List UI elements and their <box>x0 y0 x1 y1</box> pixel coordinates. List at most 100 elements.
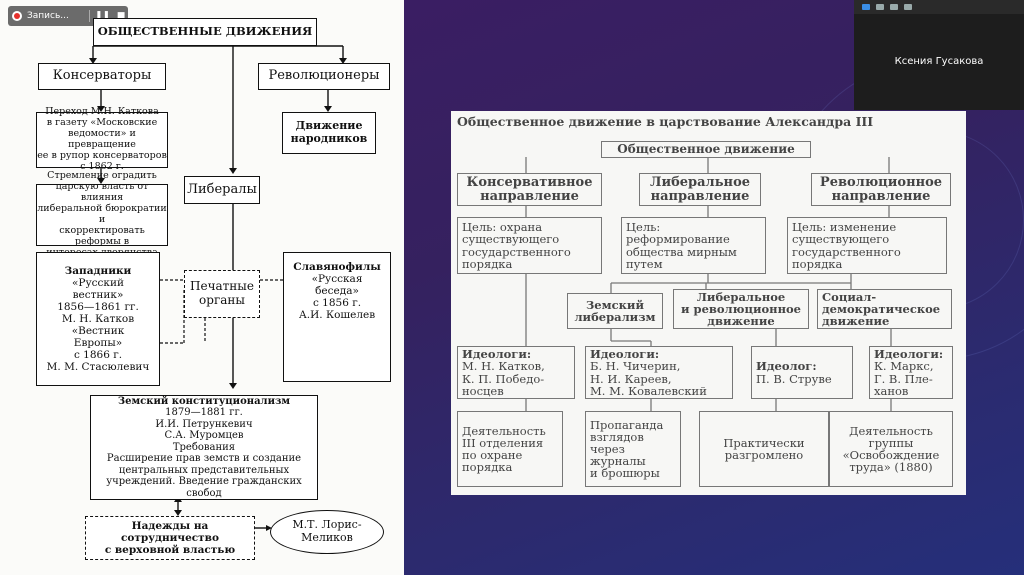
text-line: труда» (1880) <box>849 460 933 475</box>
text-line: «Русский <box>72 276 124 289</box>
text-line: Цель: изменение <box>792 220 897 235</box>
text-line: 1879—1881 гг. <box>165 407 243 419</box>
text-line: Социал- <box>822 289 877 304</box>
text-line: М.Т. Лорис- <box>292 518 362 532</box>
revolutionary-goal: Цель: изменение существующего государств… <box>787 217 947 274</box>
text-line: по охране <box>462 448 523 462</box>
text-line: Деятельность <box>462 423 546 438</box>
text-line: Б. Н. Чичерин, <box>590 359 681 374</box>
liberal-revolutionary-movement: Либеральное и революционное движение <box>673 289 809 329</box>
zemstvo-title: Земский конституционализм <box>117 395 291 407</box>
text-line: вестник» <box>72 288 124 301</box>
text-line: либеральной бюрократии и <box>37 203 167 225</box>
text-line: ведомости» и превращение <box>68 128 136 150</box>
social-democratic-activity: Деятельность группы «Освобождение труда»… <box>829 411 953 487</box>
text-line: К. Маркс, <box>874 359 934 374</box>
text-line: М. Н. Катков <box>61 312 135 325</box>
participant-video-tile[interactable] <box>854 0 1024 110</box>
text-line: Деятельность <box>849 423 933 438</box>
text-line: и брошюры <box>590 466 660 481</box>
slide: Общественное движение в царствование Але… <box>451 111 966 495</box>
text-line: с 1862 г. <box>80 160 124 172</box>
text-line: государственного <box>792 244 901 259</box>
text-line: Переход М.Н. Каткова <box>45 106 159 118</box>
text-line: движение <box>707 314 775 329</box>
text-line: через <box>590 441 625 456</box>
view-icon[interactable] <box>862 4 870 10</box>
text-line: в газету «Московские <box>46 117 158 129</box>
text-line: Революционное <box>819 174 943 190</box>
text-line: И.И. Петрункевич <box>155 418 253 430</box>
struve-activity: Практически разгромлено <box>699 411 829 487</box>
slavophiles-title: Славянофилы <box>293 261 381 273</box>
text-line: Стремление оградить <box>47 170 157 182</box>
view-icon[interactable] <box>876 4 884 10</box>
conservative-direction: Консервативное направление <box>457 173 602 206</box>
text-line: Идеологи: <box>590 347 660 362</box>
text-line: Консервативное <box>466 174 593 190</box>
text-line: с 1856 г. <box>312 297 362 310</box>
text-line: журналы <box>590 454 646 469</box>
conservative-activity: Деятельность III отделения по охране пор… <box>457 411 563 487</box>
text-line: Требования <box>172 441 236 453</box>
revolutionaries-box: Революционеры <box>258 63 390 90</box>
text-line: учреждений. Введение гражданских свобод <box>106 476 302 499</box>
text-line: Движение <box>295 119 363 133</box>
video-tile-toolbar[interactable] <box>854 0 1024 14</box>
westerners-title: Западники <box>64 264 132 277</box>
text-line: Меликов <box>301 531 353 544</box>
record-icon <box>12 11 22 21</box>
text-line: направление <box>831 188 931 204</box>
text-line: существующего <box>462 232 560 247</box>
recording-label: Запись... <box>27 11 69 21</box>
conservative-goal-box: Стремление оградить царскую власть от вл… <box>36 170 168 258</box>
text-line: Н. И. Кареев, <box>590 371 672 386</box>
text-line: реформирование <box>626 232 730 247</box>
menu-icon[interactable] <box>904 4 912 10</box>
text-line: Идеологи: <box>874 347 944 362</box>
text-line: «Освобождение <box>842 448 940 462</box>
text-line: Цель: <box>626 220 661 235</box>
text-line: Г. В. Пле- <box>874 371 933 386</box>
root-node: Общественное движение <box>601 141 811 158</box>
slavophiles-box: Славянофилы «Русская беседа» с 1856 г. А… <box>283 252 391 382</box>
text-line: Надежды на сотрудничество <box>120 519 219 544</box>
liberals-box: Либералы <box>184 176 260 204</box>
participant-name: Ксения Гусакова <box>894 56 984 67</box>
text-line: III отделения <box>462 435 544 450</box>
text-line: беседа» <box>315 285 359 298</box>
text-line: демократическое <box>822 301 941 316</box>
text-line: К. П. Победо- <box>462 371 545 386</box>
slide-title: Общественное движение в царствование Але… <box>457 113 957 131</box>
liberal-goal: Цель: реформирование общества мирным пут… <box>621 217 766 274</box>
divider <box>89 10 90 22</box>
text-line: народников <box>290 132 368 145</box>
hopes-box: Надежды на сотрудничество с верховной вл… <box>85 516 255 560</box>
conservative-ideologists: Идеологи: М. Н. Катков, К. П. Победо- но… <box>457 346 575 399</box>
text-line: путем <box>626 256 663 271</box>
text-line: М. М. Ковалевский <box>590 383 707 398</box>
text-line: Расширение прав земств и создание <box>106 453 302 465</box>
diagram-title: ОБЩЕСТВЕННЫЕ ДВИЖЕНИЯ <box>93 18 317 46</box>
social-democratic-movement: Социал- демократическое движение <box>817 289 952 329</box>
view-icon[interactable] <box>890 4 898 10</box>
text-line: Либеральное <box>649 174 751 190</box>
text-line: взглядов <box>590 429 644 444</box>
text-line: либерализм <box>574 310 656 324</box>
text-line: «Вестник <box>71 325 125 338</box>
stop-icon[interactable]: ■ <box>116 11 126 21</box>
text-line: Практически <box>723 435 805 450</box>
pause-icon[interactable]: ❚❚ <box>95 11 111 21</box>
social-democratic-ideologists: Идеологи: К. Маркс, Г. В. Пле- ханов <box>869 346 953 399</box>
katkov-box: Переход М.Н. Каткова в газету «Московски… <box>36 106 168 172</box>
text-line: Земский <box>586 297 644 312</box>
text-line: разгромлено <box>724 448 804 462</box>
text-line: порядка <box>462 256 513 271</box>
text-line: Идеолог: <box>756 359 817 374</box>
text-line: ее в рупор консерваторов <box>37 149 167 161</box>
westerners-box: Западники «Русский вестник» 1856—1861 гг… <box>36 252 160 386</box>
text-line: Цель: охрана <box>462 220 543 235</box>
text-line: общества мирным <box>626 244 737 259</box>
zemstvo-box: Земский конституционализм 1879—1881 гг. … <box>90 395 318 500</box>
text-line: Европы» <box>73 337 123 350</box>
